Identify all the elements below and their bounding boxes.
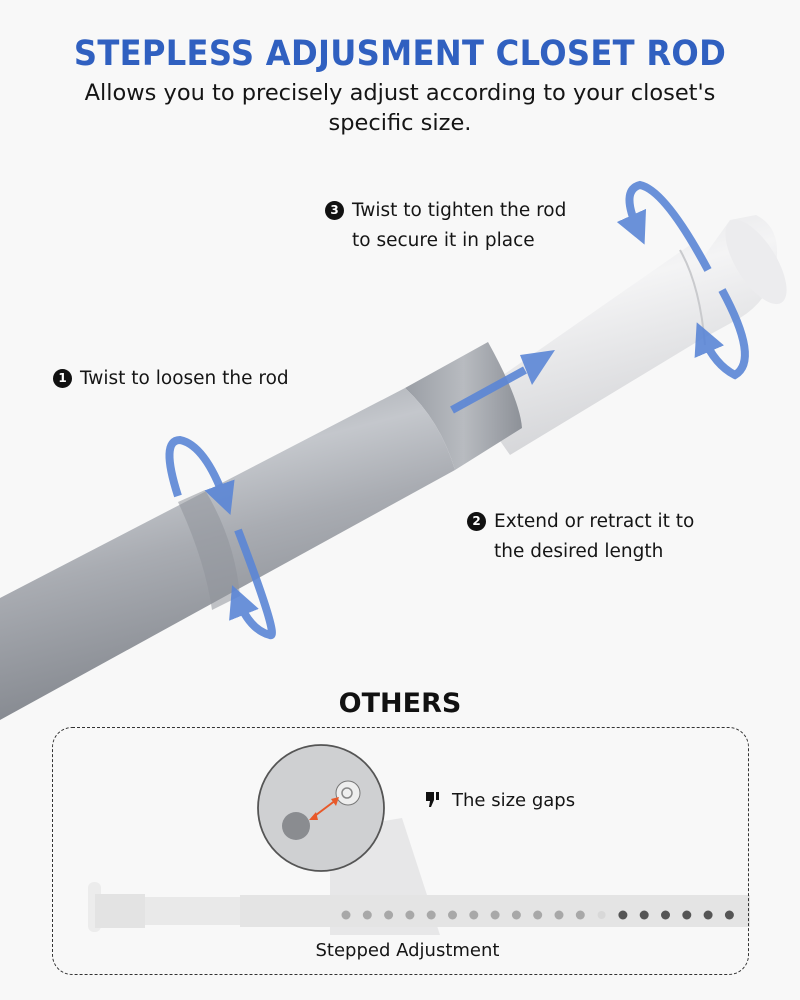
- step-number-badge: 1: [53, 369, 72, 388]
- step-3-text-line1: Twist to tighten the rod: [352, 200, 567, 221]
- step-number-badge: 2: [467, 512, 486, 531]
- step-2-text-line1: Extend or retract it to: [494, 511, 695, 532]
- step-2-text-line2: the desired length: [494, 541, 664, 562]
- extend-arrow: [450, 350, 555, 414]
- twist-arrow-loosen: [165, 435, 276, 640]
- stepped-holes: [341, 910, 734, 920]
- size-gaps-note: The size gaps: [424, 790, 575, 813]
- stepped-rod-illustration: [88, 744, 750, 935]
- page-title: STEPLESS ADJUSMENT CLOSET ROD: [73, 34, 727, 74]
- others-comparison-box: [52, 727, 749, 975]
- page-subtitle: Allows you to precisely adjust according…: [84, 80, 716, 136]
- step-3: 3 Twist to tighten the rod to secure it i…: [325, 196, 566, 256]
- step-3-text-line2: to secure it in place: [352, 230, 535, 251]
- step-2: 2 Extend or retract it to the desired len…: [467, 507, 694, 567]
- others-section-title: OTHERS: [338, 688, 462, 719]
- twist-arrow-tighten: [616, 180, 749, 380]
- step-number-badge: 3: [325, 201, 344, 220]
- step-1-text: Twist to loosen the rod: [80, 368, 289, 389]
- step-1: 1 Twist to loosen the rod: [53, 364, 289, 394]
- thumbs-down-icon: [424, 790, 442, 813]
- stepped-adjustment-label: Stepped Adjustment: [315, 940, 500, 961]
- size-gaps-text: The size gaps: [452, 790, 576, 811]
